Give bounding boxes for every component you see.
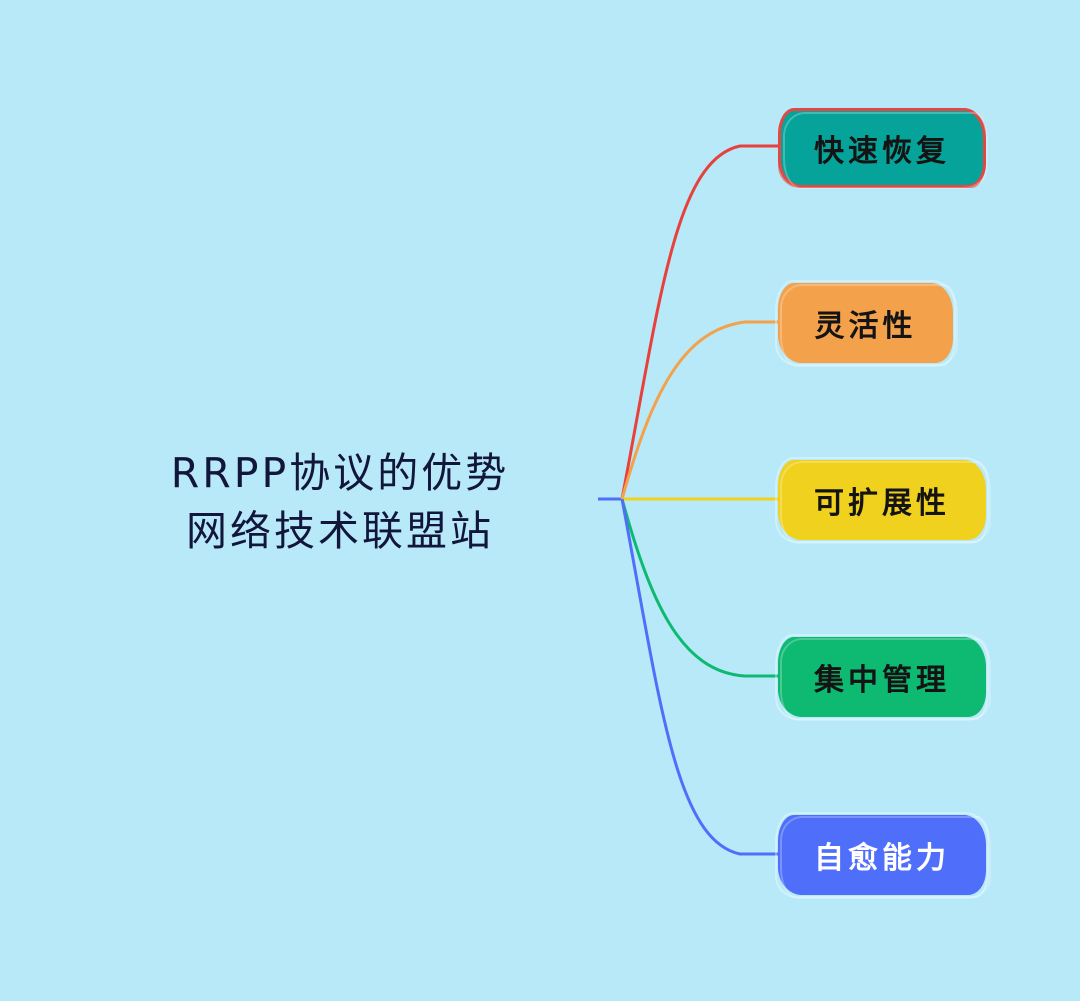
branch-node-quick-recovery: 快速恢复 (778, 108, 988, 189)
branch-node-central-management: 集中管理 (775, 634, 991, 721)
branch-node-scalability: 可扩展性 (775, 457, 991, 544)
root-topic: RRPP协议的优势 网络技术联盟站 (100, 444, 580, 560)
branch-node-self-healing: 自愈能力 (775, 812, 991, 899)
connector-flexibility (620, 320, 778, 500)
root-title-line2: 网络技术联盟站 (186, 507, 494, 555)
connector-quick-recovery (620, 144, 778, 500)
root-title-line1: RRPP协议的优势 (170, 449, 510, 497)
connector-self-healing (620, 498, 778, 856)
connector-central-management (620, 498, 778, 678)
branch-node-flexibility: 灵活性 (775, 280, 958, 367)
